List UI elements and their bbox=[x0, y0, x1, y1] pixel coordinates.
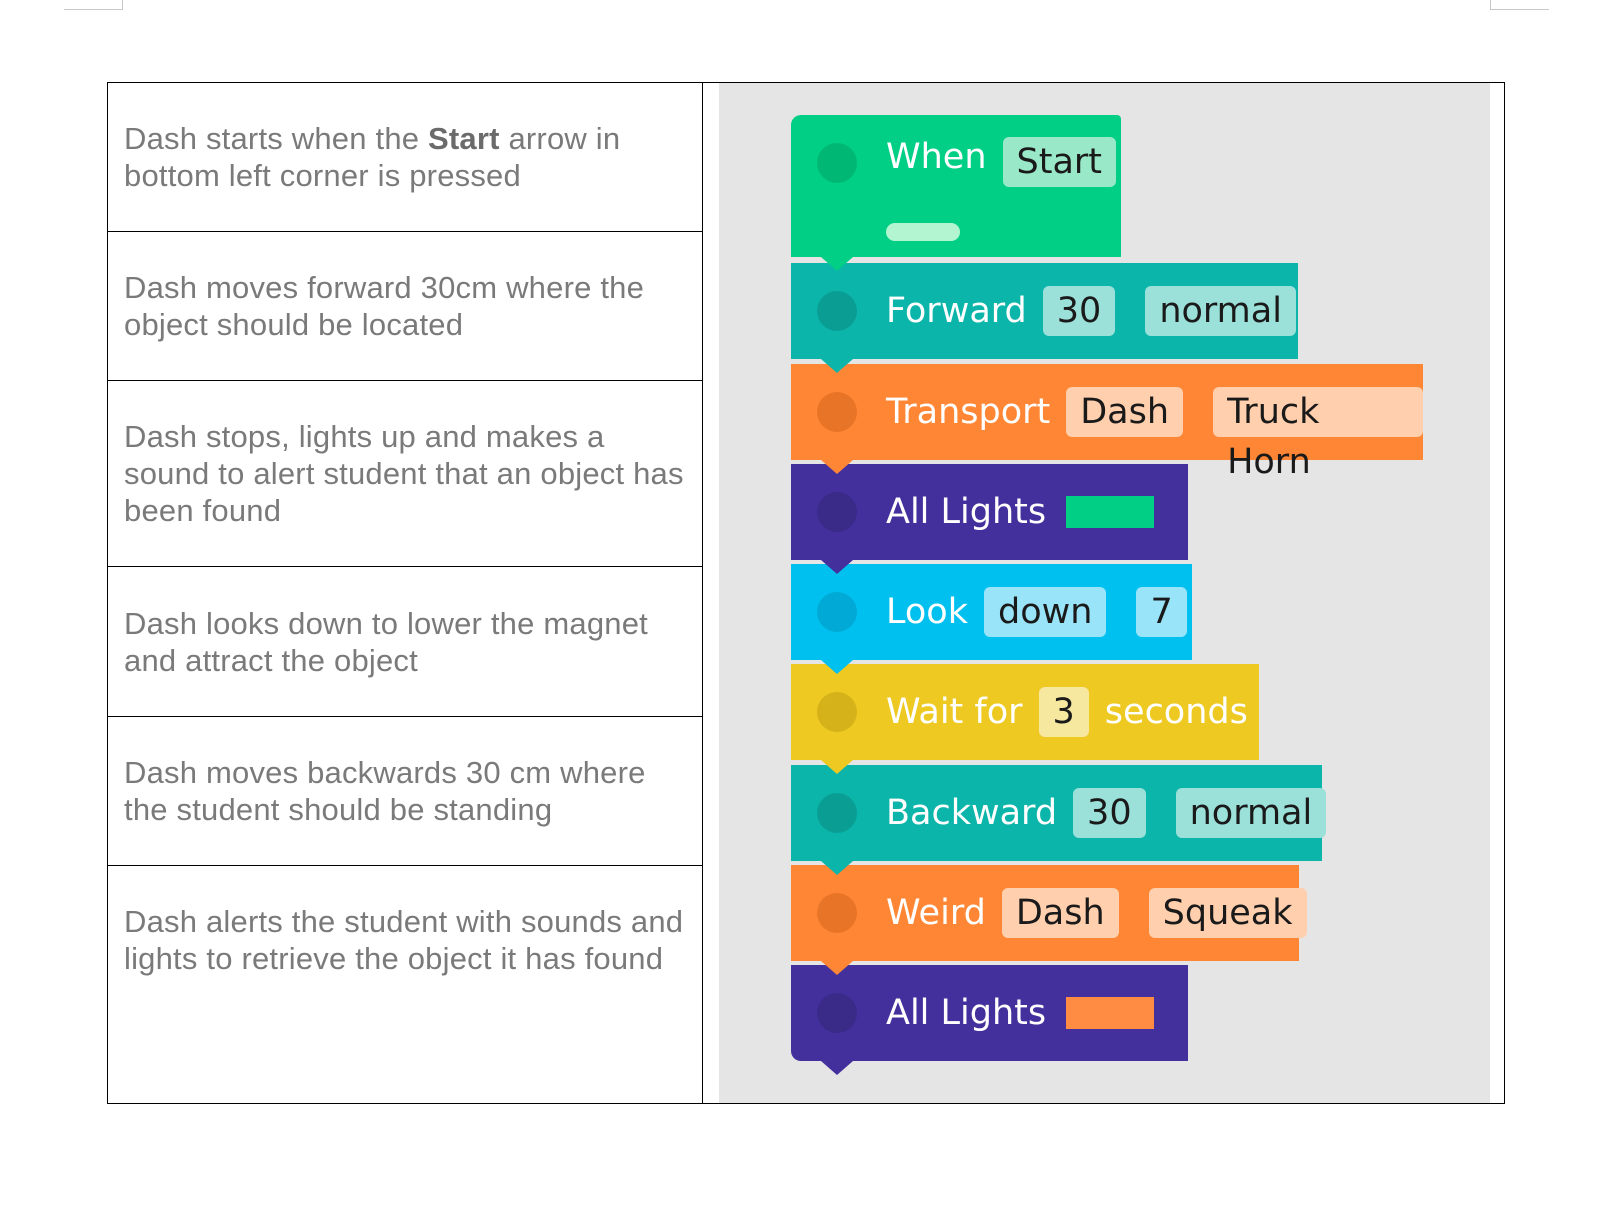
block-label: All Lights bbox=[886, 492, 1047, 532]
code-block-transport[interactable]: Transport Dash Truck Horn bbox=[791, 364, 1423, 482]
block-handle-dot bbox=[817, 143, 857, 183]
block-handle-dot bbox=[817, 392, 857, 432]
block-label: Backward bbox=[886, 793, 1058, 833]
block-label: Weird bbox=[886, 893, 986, 933]
block-parameter[interactable]: Squeak bbox=[1148, 888, 1307, 938]
block-connector-notch bbox=[821, 861, 853, 875]
block-parameter[interactable]: Truck Horn bbox=[1213, 387, 1423, 482]
block-handle-dot bbox=[817, 492, 857, 532]
block-parameter[interactable]: normal bbox=[1175, 788, 1327, 838]
description-text: Dash starts when the Start arrow in bott… bbox=[124, 121, 621, 193]
block-parameter[interactable]: down bbox=[983, 587, 1107, 637]
block-label: Transport bbox=[886, 392, 1051, 432]
code-block-backward[interactable]: Backward 30 normal bbox=[791, 765, 1327, 875]
code-block-forward[interactable]: Forward 30 normal bbox=[791, 263, 1298, 373]
description-text: Dash looks down to lower the magnet and … bbox=[124, 605, 648, 678]
page-corner-mark-right bbox=[1490, 0, 1549, 10]
light-color-swatch[interactable] bbox=[1066, 997, 1155, 1029]
code-block-all-lights[interactable]: All Lights bbox=[791, 965, 1188, 1075]
block-connector-notch bbox=[821, 560, 853, 574]
block-parameter[interactable]: Dash bbox=[1066, 387, 1184, 437]
block-handle-dot bbox=[817, 592, 857, 632]
block-connector-notch bbox=[821, 359, 853, 373]
block-label: Wait for bbox=[886, 692, 1023, 732]
block-parameter[interactable]: normal bbox=[1145, 286, 1296, 336]
description-text: Dash moves backwards 30 cm where the stu… bbox=[124, 755, 646, 827]
block-connector-notch bbox=[821, 760, 853, 774]
code-block-weird[interactable]: Weird Dash Squeak bbox=[791, 865, 1307, 975]
description-row: Dash moves backwards 30 cm where the stu… bbox=[108, 717, 702, 866]
block-handle-dot bbox=[817, 692, 857, 732]
light-color-swatch[interactable] bbox=[1066, 496, 1155, 528]
block-label: Forward bbox=[886, 291, 1027, 331]
block-parameter[interactable]: 3 bbox=[1038, 687, 1089, 737]
description-text: Dash moves forward 30cm where the object… bbox=[124, 270, 645, 342]
block-handle-dot bbox=[817, 893, 857, 933]
code-block-all-lights[interactable]: All Lights bbox=[791, 464, 1188, 574]
block-parameter[interactable]: 30 bbox=[1042, 286, 1116, 336]
block-label: Look bbox=[886, 592, 968, 632]
description-text: Dash stops, lights up and makes a sound … bbox=[124, 419, 684, 528]
block-handle-dot bbox=[817, 793, 857, 833]
block-suffix: seconds bbox=[1104, 692, 1248, 732]
code-block-wait-for[interactable]: Wait for 3 seconds bbox=[791, 664, 1259, 774]
block-connector-notch bbox=[821, 1061, 853, 1075]
instruction-table: Dash starts when the Start arrow in bott… bbox=[107, 82, 1505, 1104]
block-parameter[interactable]: Dash bbox=[1001, 888, 1119, 938]
code-block-look[interactable]: Look down 7 bbox=[791, 564, 1192, 674]
description-row: Dash alerts the student with sounds and … bbox=[108, 866, 702, 1103]
block-label: When bbox=[886, 137, 987, 177]
block-handle-dot bbox=[817, 291, 857, 331]
description-row: Dash starts when the Start arrow in bott… bbox=[108, 83, 702, 232]
block-connector-notch bbox=[821, 961, 853, 975]
block-parameter[interactable]: Start bbox=[1002, 137, 1117, 187]
block-label: All Lights bbox=[886, 993, 1047, 1033]
code-block-when[interactable]: When Start bbox=[791, 115, 1121, 271]
block-connector-notch bbox=[821, 257, 853, 271]
description-text: Dash alerts the student with sounds and … bbox=[124, 904, 684, 976]
block-handle-dot bbox=[817, 993, 857, 1033]
block-connector-notch bbox=[821, 660, 853, 674]
page-corner-mark-left bbox=[64, 0, 123, 10]
description-column: Dash starts when the Start arrow in bott… bbox=[108, 83, 703, 1103]
start-trigger-bar bbox=[886, 223, 960, 241]
description-row: Dash looks down to lower the magnet and … bbox=[108, 567, 702, 717]
block-connector-notch bbox=[821, 460, 853, 474]
description-row: Dash moves forward 30cm where the object… bbox=[108, 232, 702, 381]
block-parameter[interactable]: 30 bbox=[1073, 788, 1146, 838]
block-parameter[interactable]: 7 bbox=[1136, 587, 1187, 637]
description-row: Dash stops, lights up and makes a sound … bbox=[108, 381, 702, 567]
